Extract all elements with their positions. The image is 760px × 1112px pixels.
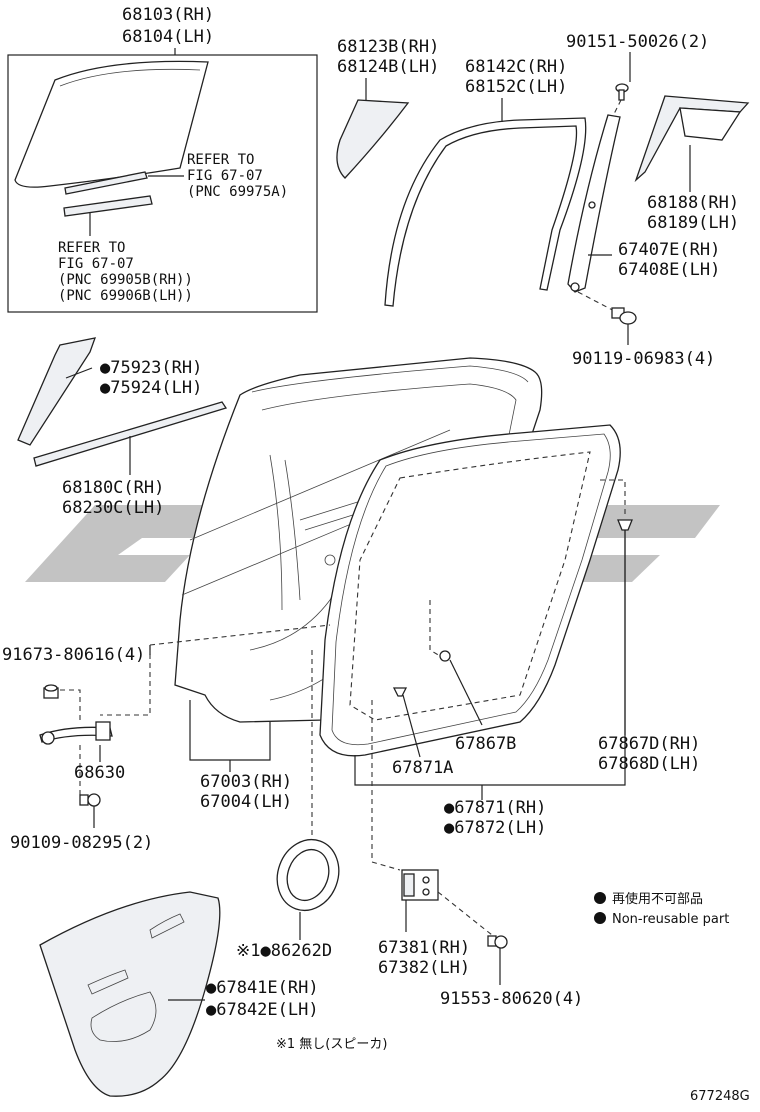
label-hinge-rh: 67381(RH)	[378, 938, 470, 958]
label-garnish-lh: ●75924(LH)	[100, 378, 202, 398]
label-clip-d-rh: 67867D(RH)	[598, 734, 700, 754]
label-speaker-cover: ※1●86262D	[236, 941, 332, 961]
quarter-frame-inner	[679, 107, 742, 141]
label-glass-lh: 68104(LH)	[122, 27, 214, 47]
label-service-cover-lh: ●67842E(LH)	[206, 1000, 319, 1020]
belt-weatherstrip-strip	[63, 195, 153, 217]
speaker-cover-ring	[276, 838, 340, 912]
label-glass-rh: 68103(RH)	[122, 5, 214, 25]
figure-id: 677248G	[690, 1089, 750, 1104]
footnote: ※1 無し(スピーカ)	[276, 1037, 387, 1052]
screw-top-icon	[615, 83, 629, 101]
dash-screw-top	[611, 99, 622, 119]
label-door-panel-rh: 67003(RH)	[200, 772, 292, 792]
legend-text-jp: 再使用不可部品	[612, 891, 703, 907]
bolt-check-lower-icon	[79, 793, 101, 807]
label-door-panel-lh: 67004(LH)	[200, 792, 292, 812]
door-frame-garnish	[17, 337, 96, 446]
label-screw-top: 90151-50026(2)	[566, 32, 709, 52]
label-quarter-glass-rh: 68123B(RH)	[337, 37, 439, 57]
label-door-check: 68630	[74, 763, 125, 783]
label-quarter-frame-lh: 68189(LH)	[647, 213, 739, 233]
label-quarter-frame-rh: 68188(RH)	[647, 193, 739, 213]
leader-garnish	[65, 367, 93, 379]
label-service-cover-rh: ●67841E(RH)	[206, 978, 319, 998]
label-belt-moulding-lh: 68230C(LH)	[62, 498, 164, 518]
label-weatherstrip-lh: ●67872(LH)	[444, 818, 546, 838]
label-refer-run-3: (PNC 69975A)	[187, 184, 288, 200]
legend-dot-jp	[594, 892, 606, 904]
belt-moulding	[33, 401, 228, 467]
label-bolt-hinge: 91553-80620(4)	[440, 989, 583, 1009]
glass-edge-line	[59, 68, 201, 87]
legend-dot-en	[594, 912, 606, 924]
dash-clip-b	[429, 600, 441, 657]
label-clip-a: 67871A	[392, 758, 453, 778]
glass-group-frame	[7, 54, 318, 313]
label-refer-run-1: REFER TO	[187, 152, 254, 168]
label-run-channel-rh: 68142C(RH)	[465, 57, 567, 77]
dash-hinge-bolt	[437, 891, 493, 936]
legend-text-en: Non-reusable part	[612, 912, 729, 927]
clip-a-icon	[392, 687, 408, 697]
label-refer-run-2: FIG 67-07	[187, 168, 263, 184]
door-check-arm	[39, 721, 113, 745]
label-run-channel-lh: 68152C(LH)	[465, 77, 567, 97]
label-clip-b: 67867B	[455, 734, 516, 754]
label-refer-belt-4: (PNC 69906B(LH))	[58, 288, 193, 304]
label-quarter-glass-lh: 68124B(LH)	[337, 57, 439, 77]
run-channel	[384, 117, 587, 307]
dash-check-right	[100, 645, 151, 716]
label-refer-belt-3: (PNC 69905B(RH))	[58, 272, 193, 288]
label-bolt-check: 91673-80616(4)	[2, 645, 145, 665]
label-division-bar-lh: 67408E(LH)	[618, 260, 720, 280]
clip-d-icon	[617, 519, 633, 540]
bolt-division-icon	[611, 307, 637, 325]
label-refer-belt-1: REFER TO	[58, 240, 125, 256]
clip-b-icon	[439, 650, 451, 662]
division-bar-bolt-hole	[570, 282, 580, 292]
label-belt-moulding-rh: 68180C(RH)	[62, 478, 164, 498]
label-bolt-check-lower: 90109-08295(2)	[10, 833, 153, 853]
dash-check-to-door	[149, 624, 331, 646]
division-bar-clip	[588, 201, 596, 209]
glass-run-strip	[64, 171, 148, 195]
dash-hinge	[371, 700, 401, 871]
leader-clip-a	[402, 694, 421, 758]
leader-clip-b	[449, 659, 483, 726]
dash-check-left	[60, 689, 81, 720]
door-weatherstrip	[319, 424, 621, 757]
label-garnish-rh: ●75923(RH)	[100, 358, 202, 378]
door-glass	[14, 60, 209, 188]
label-bolt-division: 90119-06983(4)	[572, 349, 715, 369]
label-hinge-lh: 67382(LH)	[378, 958, 470, 978]
quarter-glass	[336, 99, 410, 179]
label-weatherstrip-rh: ●67871(RH)	[444, 798, 546, 818]
bolt-hinge-icon	[487, 935, 508, 949]
label-refer-belt-2: FIG 67-07	[58, 256, 134, 272]
service-hole-cover	[39, 891, 221, 1097]
label-division-bar-rh: 67407E(RH)	[618, 240, 720, 260]
door-hinge	[401, 869, 439, 901]
bolt-check-icon	[43, 684, 59, 699]
label-clip-d-lh: 67868D(LH)	[598, 754, 700, 774]
